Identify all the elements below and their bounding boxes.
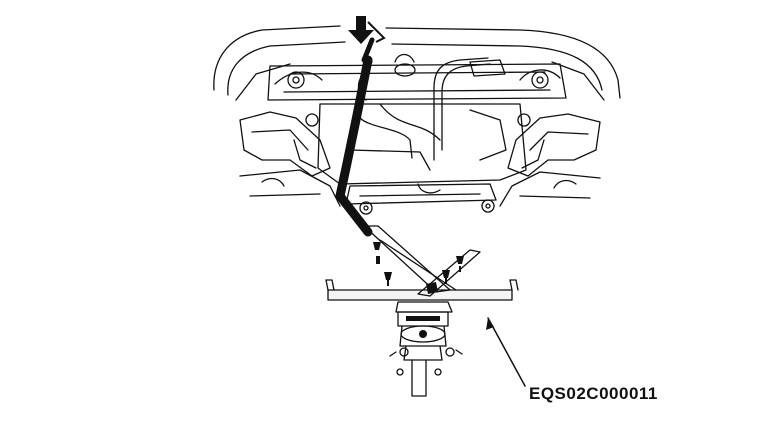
vehicle-body-outline (213, 25, 621, 101)
right-suspension (359, 113, 601, 215)
jack-body (389, 301, 463, 397)
bolt-icon (442, 270, 450, 284)
jack-adapter (325, 225, 519, 301)
front-subframe (267, 53, 567, 161)
bolt-icon (384, 272, 392, 286)
callout-leader-line (487, 317, 526, 387)
callout-arrowhead-icon (486, 318, 494, 330)
bolt-icon (373, 242, 381, 264)
direction-arrow-icon (348, 16, 386, 44)
safety-strap (335, 37, 375, 237)
bolt-icon (456, 256, 464, 272)
left-suspension (239, 111, 341, 207)
jack-hinge (406, 316, 440, 338)
bolt-icon (426, 282, 438, 294)
tool-code-label: EQS02C000011 (529, 384, 658, 403)
engine-oil-pan (317, 103, 527, 205)
